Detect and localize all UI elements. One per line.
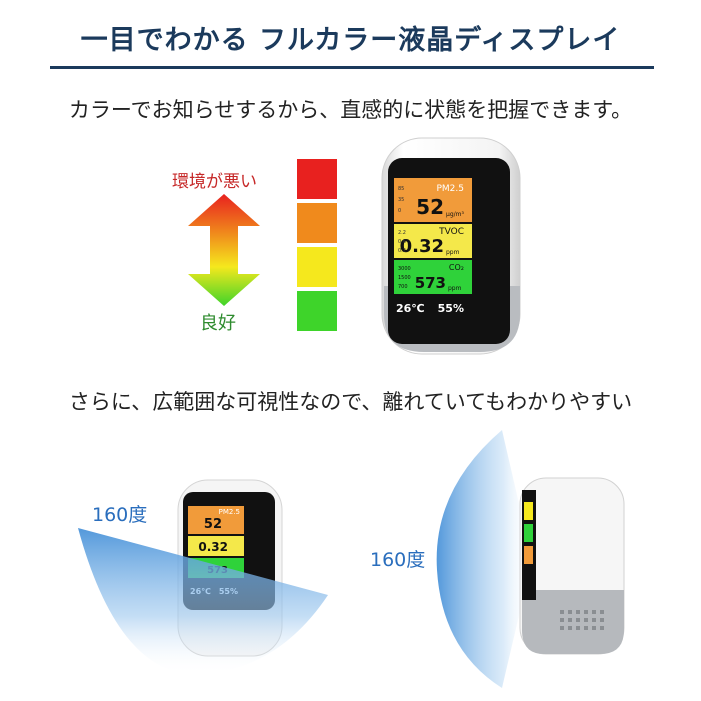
pm-tick-1: 35 xyxy=(398,197,404,203)
small-pm-label: PM2.5 xyxy=(219,508,240,516)
horizontal-angle-label: 160度 xyxy=(92,504,148,526)
visibility-text: さらに、広範囲な可視性なので、離れていてもわかりやすい xyxy=(68,390,633,414)
tvoc-tick-0: 2.2 xyxy=(398,230,406,236)
pm-tick-0: 85 xyxy=(398,186,404,192)
tvoc-value: 0.32 xyxy=(400,236,444,257)
swatch-orange xyxy=(297,203,337,243)
co2-label: CO₂ xyxy=(449,263,464,272)
tvoc-unit: ppm xyxy=(446,249,460,256)
pm-label: PM2.5 xyxy=(436,184,464,194)
co2-tick-0: 3000 xyxy=(398,266,411,272)
heading-underline xyxy=(50,66,654,69)
intro-text: カラーでお知らせするから、直感的に状態を把握できます。 xyxy=(68,98,633,122)
bad-environment-label: 環境が悪い xyxy=(172,172,257,192)
swatch-red xyxy=(297,159,337,199)
double-arrow-icon xyxy=(188,194,260,306)
viewing-cone-horizontal xyxy=(78,528,328,675)
pm-value: 52 xyxy=(416,195,444,219)
temperature-reading: 26℃ xyxy=(396,302,425,315)
humidity-reading: 55% xyxy=(438,302,464,315)
horizontal-viewing-angle-illustration: PM2.5 52 0.32 573 26℃ 55% xyxy=(78,479,328,675)
small-pm-value: 52 xyxy=(204,517,222,532)
co2-value: 573 xyxy=(415,274,446,292)
co2-unit: ppm xyxy=(448,285,462,292)
air-quality-monitor-device: PM2.5 52 μg/m³ 85 35 0 TVOC 0.32 ppm 2.2… xyxy=(381,137,521,355)
viewing-cone-vertical xyxy=(436,430,532,688)
page-heading: 一目でわかる フルカラー液晶ディスプレイ xyxy=(80,25,621,56)
tvoc-tick-2: 0.2 xyxy=(398,248,406,254)
pm-tick-2: 0 xyxy=(398,208,401,214)
swatch-yellow xyxy=(297,247,337,287)
vertical-viewing-angle-illustration xyxy=(436,430,625,688)
swatch-green xyxy=(297,291,337,331)
tvoc-tick-1: 0.6 xyxy=(398,239,406,245)
vertical-angle-label: 160度 xyxy=(370,549,426,571)
small-tvoc-value: 0.32 xyxy=(198,540,228,554)
co2-tick-1: 1500 xyxy=(398,275,411,281)
good-environment-label: 良好 xyxy=(200,313,236,334)
tvoc-label: TVOC xyxy=(438,227,464,237)
co2-tick-2: 700 xyxy=(398,284,408,290)
pm-unit: μg/m³ xyxy=(446,211,464,218)
